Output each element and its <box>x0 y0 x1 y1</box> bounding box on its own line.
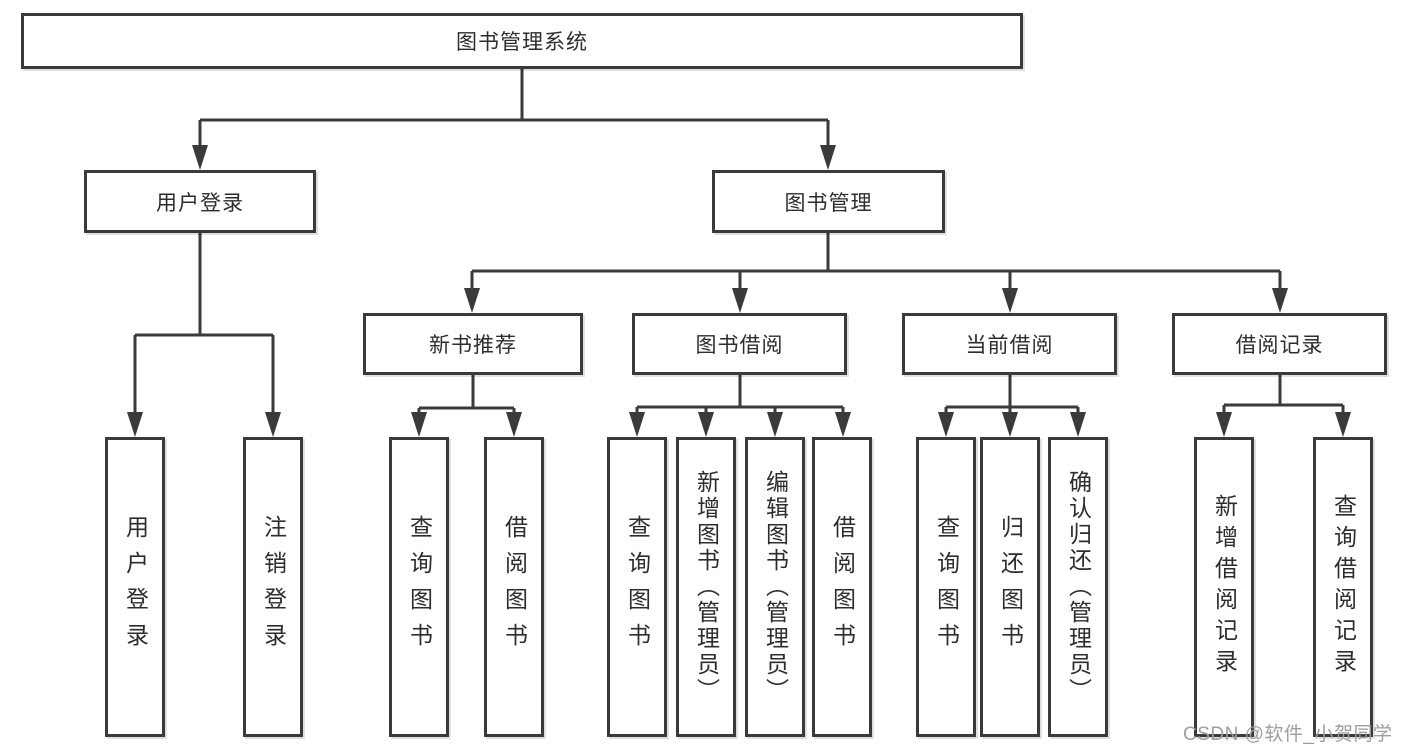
arrowhead <box>938 412 954 437</box>
leaf-return-book-label: 归还图书 <box>997 515 1024 659</box>
leaf-return-book: 归还图书 <box>980 437 1040 737</box>
leaf-logout: 注销登录 <box>243 437 303 737</box>
leaf-logout-label: 注销登录 <box>260 515 287 659</box>
leaf-user-login: 用户登录 <box>105 437 165 737</box>
node-user-login-label: 用户登录 <box>156 191 244 215</box>
connector-book-management <box>464 233 1288 313</box>
leaf-query-book-borrow: 查询图书 <box>607 437 667 737</box>
arrowhead <box>506 412 522 437</box>
connector-book-borrow <box>629 375 851 437</box>
node-new-book-recommend: 新书推荐 <box>363 313 583 375</box>
root-node-library-system: 图书管理系统 <box>21 13 1023 69</box>
leaf-query-borrow-record: 查询借阅记录 <box>1313 437 1373 737</box>
arrowhead <box>464 288 480 313</box>
csdn-watermark: CSDN @软件_小贺同学 <box>1183 724 1393 745</box>
arrowhead <box>1002 412 1018 437</box>
node-new-book-recommend-label: 新书推荐 <box>429 334 517 357</box>
connector-borrow-record <box>1216 375 1351 437</box>
leaf-borrow-book-recommend-label: 借阅图书 <box>501 515 528 659</box>
leaf-add-book-admin-label: 新增图书（管理员） <box>693 470 720 704</box>
leaf-user-login-label: 用户登录 <box>122 515 149 659</box>
leaf-borrow-book-label: 借阅图书 <box>829 515 856 659</box>
arrowhead <box>1335 412 1351 437</box>
arrowhead <box>192 145 208 170</box>
node-book-management-label: 图书管理 <box>784 191 873 215</box>
leaf-query-book-current: 查询图书 <box>916 437 976 737</box>
leaf-borrow-book: 借阅图书 <box>812 437 872 737</box>
leaf-add-borrow-record: 新增借阅记录 <box>1194 437 1254 737</box>
leaf-add-borrow-record-label: 新增借阅记录 <box>1211 494 1238 680</box>
arrowhead <box>835 412 851 437</box>
arrowhead <box>732 288 748 313</box>
node-current-borrow-label: 当前借阅 <box>965 334 1054 357</box>
arrowhead <box>698 412 714 437</box>
leaf-query-book-current-label: 查询图书 <box>933 515 960 659</box>
leaf-borrow-book-recommend: 借阅图书 <box>484 437 544 737</box>
arrowhead <box>820 145 836 170</box>
leaf-query-book-recommend-label: 查询图书 <box>406 515 433 659</box>
leaf-edit-book-admin: 编辑图书（管理员） <box>745 437 805 737</box>
connector-new-book <box>411 375 522 437</box>
leaf-confirm-return-admin-label: 确认归还（管理员） <box>1065 470 1092 704</box>
arrowhead <box>1070 412 1086 437</box>
leaf-confirm-return-admin: 确认归还（管理员） <box>1048 437 1108 737</box>
arrowhead <box>127 412 143 437</box>
arrowhead <box>1272 288 1288 313</box>
arrowhead <box>629 412 645 437</box>
node-book-borrow: 图书借阅 <box>632 313 847 375</box>
node-borrow-record-label: 借阅记录 <box>1235 334 1324 357</box>
connector-root <box>192 69 836 170</box>
arrowhead <box>411 412 427 437</box>
leaf-add-book-admin: 新增图书（管理员） <box>676 437 736 737</box>
arrowhead <box>1002 288 1018 313</box>
leaf-edit-book-admin-label: 编辑图书（管理员） <box>762 470 789 704</box>
connector-current-borrow <box>938 375 1086 437</box>
leaf-query-book-borrow-label: 查询图书 <box>624 515 651 659</box>
node-book-borrow-label: 图书借阅 <box>695 334 784 357</box>
node-borrow-record: 借阅记录 <box>1172 313 1387 375</box>
arrowhead <box>265 412 281 437</box>
root-node-label: 图书管理系统 <box>456 31 588 54</box>
arrowhead <box>1216 412 1232 437</box>
leaf-query-borrow-record-label: 查询借阅记录 <box>1330 494 1357 680</box>
node-book-management: 图书管理 <box>712 170 945 233</box>
leaf-query-book-recommend: 查询图书 <box>389 437 449 737</box>
connector-user-login <box>127 233 281 437</box>
arrowhead <box>767 412 783 437</box>
node-current-borrow: 当前借阅 <box>902 313 1117 375</box>
node-user-login: 用户登录 <box>84 170 316 233</box>
